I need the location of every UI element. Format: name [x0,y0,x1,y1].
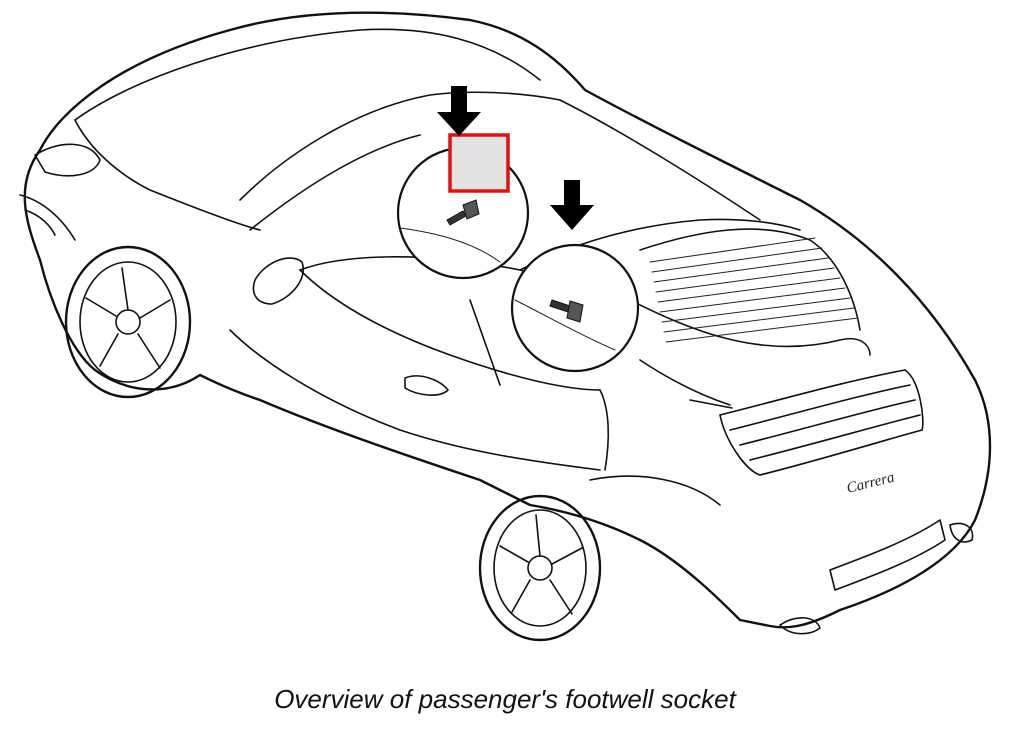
highlight-box [448,133,510,193]
car-body [19,11,992,635]
car-badge: Carrera [845,470,896,497]
figure-caption: Overview of passenger's footwell socket [274,684,736,714]
front-wheel [64,245,192,399]
engine-grille [719,369,924,476]
rear-wheel [478,494,602,642]
detail-circle-rear [510,243,640,373]
bolt-icon [446,199,480,226]
bolt-icon [549,299,584,323]
rear-louvres [649,237,859,343]
down-arrow-icon [437,86,481,136]
down-arrow-icon [550,180,594,230]
